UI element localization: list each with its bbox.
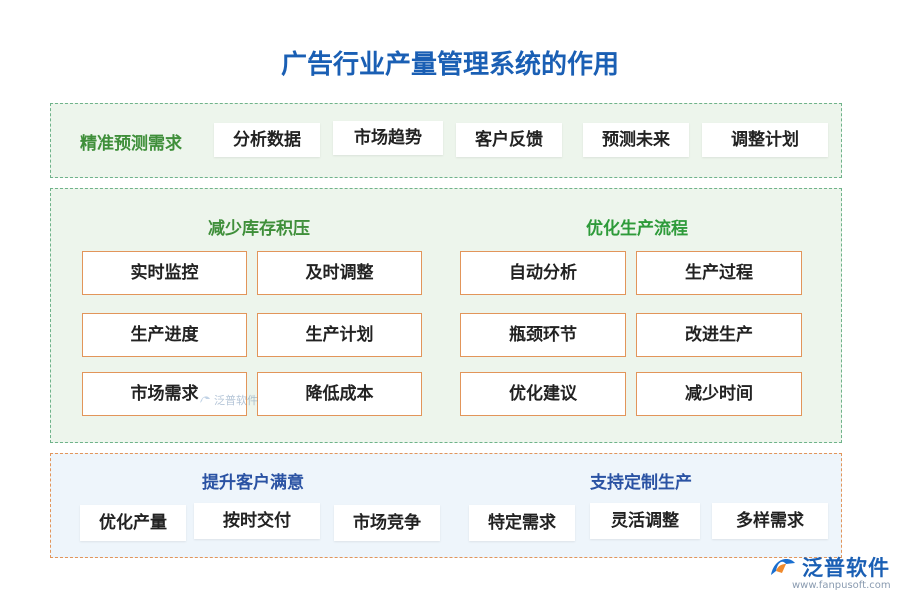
customer-item: 市场竞争	[334, 505, 440, 541]
process-item: 优化建议	[460, 372, 626, 416]
brand-logo-url: www.fanpusoft.com	[792, 580, 891, 591]
forecast-item: 调整计划	[702, 123, 828, 157]
forecast-item: 市场趋势	[333, 121, 443, 155]
brand-logo-icon	[771, 559, 795, 575]
inventory-item: 实时监控	[82, 251, 247, 295]
process-item: 改进生产	[636, 313, 802, 357]
brand-logo-name: 泛普软件	[802, 556, 890, 580]
brand-logo: 泛普软件 www.fanpusoft.com	[768, 552, 892, 596]
inventory-item: 市场需求	[82, 372, 247, 416]
page-title: 广告行业产量管理系统的作用	[280, 50, 619, 80]
process-item: 自动分析	[460, 251, 626, 295]
process-item: 生产过程	[636, 251, 802, 295]
watermark-logo-icon	[200, 396, 210, 403]
watermark-text: 泛普软件	[214, 394, 258, 407]
watermark: 泛普软件	[198, 389, 258, 411]
section-inventory-label: 减少库存积压	[208, 219, 310, 239]
process-item: 瓶颈环节	[460, 313, 626, 357]
inventory-item: 及时调整	[257, 251, 422, 295]
custom-item: 特定需求	[469, 505, 575, 541]
inventory-item: 生产计划	[257, 313, 422, 357]
forecast-item: 客户反馈	[456, 123, 562, 157]
custom-item: 多样需求	[712, 503, 828, 539]
customer-item: 按时交付	[194, 503, 320, 539]
inventory-item: 生产进度	[82, 313, 247, 357]
section-customer-label: 提升客户满意	[202, 473, 304, 493]
section-forecast-label: 精准预测需求	[80, 134, 182, 154]
custom-item: 灵活调整	[590, 503, 700, 539]
inventory-item: 降低成本	[257, 372, 422, 416]
customer-item: 优化产量	[80, 505, 186, 541]
forecast-item: 分析数据	[214, 123, 320, 157]
section-custom-label: 支持定制生产	[590, 473, 692, 493]
process-item: 减少时间	[636, 372, 802, 416]
forecast-item: 预测未来	[583, 123, 689, 157]
section-process-label: 优化生产流程	[586, 219, 688, 239]
